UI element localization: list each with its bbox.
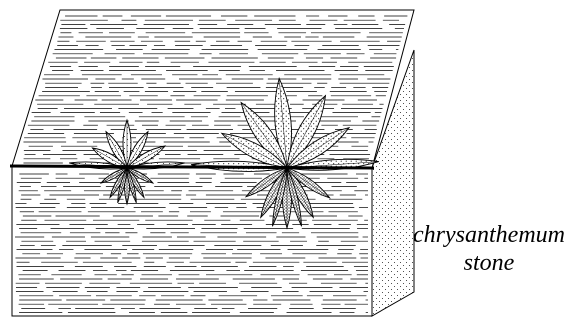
top-face — [12, 10, 414, 168]
chrysanthemum-stone-label: chrysanthemum stone — [392, 222, 586, 277]
bedding-plane-line — [10, 166, 374, 168]
label-line-1: chrysanthemum — [392, 222, 586, 250]
label-line-2: stone — [392, 250, 586, 278]
